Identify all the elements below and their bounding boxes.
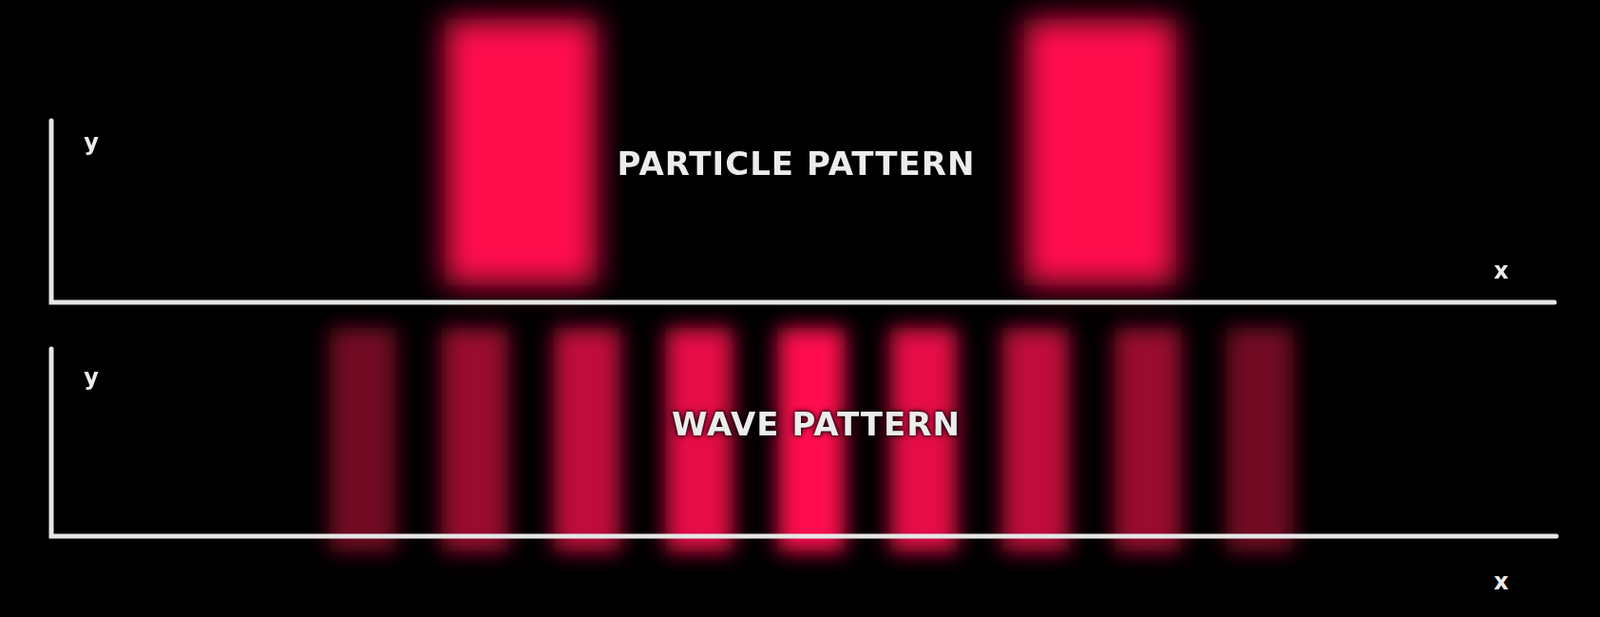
axis-label: x: [1493, 257, 1508, 285]
pattern-title: PARTICLE PATTERN: [617, 144, 976, 183]
fringe: [441, 327, 509, 552]
fringe: [329, 327, 397, 552]
axis: [51, 348, 1557, 536]
axes: [51, 120, 1557, 536]
fringe: [1226, 327, 1294, 552]
axis-label: x: [1493, 568, 1508, 595]
axis-label: y: [83, 129, 99, 156]
fringe: [1002, 327, 1069, 552]
axis: [51, 120, 1555, 303]
particle-blob: [444, 19, 597, 286]
axis-label: y: [83, 363, 99, 391]
fringe: [553, 327, 621, 552]
particle-blobs: [444, 19, 1177, 286]
fringe: [1114, 327, 1181, 552]
wave-fringes: [329, 327, 1294, 552]
particle-blob: [1024, 19, 1177, 286]
pattern-title: WAVE PATTERN: [671, 404, 961, 443]
